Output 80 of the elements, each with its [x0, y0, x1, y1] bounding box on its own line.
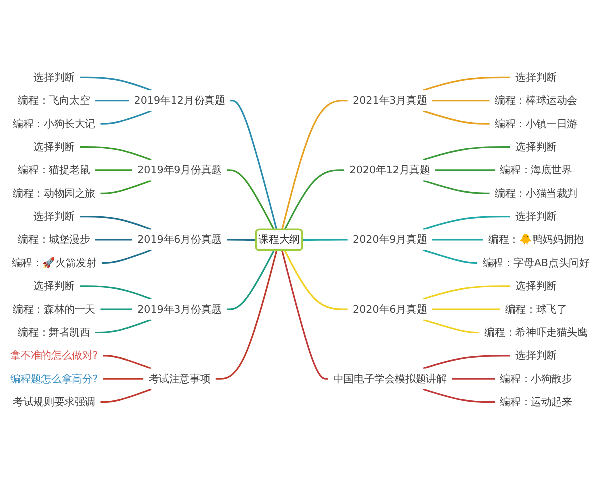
connector — [80, 216, 152, 230]
node-text: 选择判断 — [34, 71, 75, 84]
connector — [423, 250, 478, 264]
node-text: 2019年6月份真题 — [138, 234, 222, 246]
connector — [423, 319, 480, 334]
node-text: 编程：海底世界 — [500, 164, 572, 176]
node-text: 2020年9月真题 — [353, 234, 428, 246]
connector — [96, 239, 132, 241]
connector — [100, 110, 152, 125]
node-text: 编程题怎么拿高分? — [10, 372, 98, 385]
node-text: 编程：运动起来 — [500, 396, 572, 408]
node-text: 选择判断 — [34, 140, 75, 154]
connector — [423, 146, 510, 161]
connector — [432, 239, 484, 241]
node-text: 2020年12月真题 — [350, 164, 430, 176]
connector — [227, 239, 256, 242]
connector — [432, 100, 490, 102]
connector — [452, 378, 496, 380]
connector — [227, 250, 275, 310]
node-text: 编程：猫捉老鼠 — [18, 164, 90, 176]
node-text: 编程：小狗长大记 — [13, 118, 96, 130]
node-text: 2019年9月份真题 — [138, 164, 222, 176]
connector — [227, 170, 275, 230]
node-text: 考试规则要求强调 — [13, 396, 96, 408]
connector — [100, 180, 152, 194]
connector — [423, 388, 496, 404]
connector — [102, 250, 152, 264]
node-text: 编程：棒球运动会 — [495, 94, 578, 107]
connector — [423, 180, 490, 194]
node-text: 考试注意事项 — [148, 372, 211, 385]
connector — [80, 76, 152, 92]
node-text: 编程：飞向太空 — [18, 94, 90, 107]
connector — [80, 146, 152, 161]
node-text: 编程：森林的一天 — [13, 303, 96, 316]
node-text: 选择判断 — [516, 71, 557, 84]
connector — [100, 388, 152, 404]
node-text: 2020年6月真题 — [353, 303, 428, 316]
connector — [103, 378, 144, 380]
node-text: 选择判断 — [34, 210, 75, 223]
connector — [423, 355, 510, 370]
node-text: 选择判断 — [516, 350, 557, 362]
connector — [96, 170, 132, 172]
node-text: 编程：球飞了 — [505, 303, 568, 316]
connector — [103, 355, 152, 370]
connector — [100, 308, 132, 310]
connector — [96, 100, 130, 102]
node-text: 编程：🚀火箭发射 — [12, 256, 97, 269]
node-text: 编程：小镇一日游 — [495, 118, 578, 130]
connector — [432, 308, 500, 310]
node-text: 选择判断 — [516, 280, 557, 292]
node-text: 编程：希神吓走猫头鹰 — [484, 326, 588, 339]
node-text: 编程：舞者凯西 — [18, 326, 90, 339]
node-text: 2021年3月真题 — [353, 94, 428, 107]
node-text: 编程：城堡漫步 — [18, 234, 90, 246]
connector — [96, 319, 152, 334]
connector — [423, 110, 490, 125]
connector — [282, 100, 348, 230]
connector — [423, 216, 510, 230]
node-text: 编程：动物园之旅 — [13, 187, 96, 200]
connector — [230, 100, 278, 230]
connector — [282, 250, 328, 380]
node-text: 选择判断 — [34, 280, 75, 292]
node-text: 编程：字母AB点头问好 — [482, 256, 590, 269]
node-text: 拿不准的怎么做对? — [10, 350, 98, 362]
connector — [423, 286, 510, 300]
connector — [284, 170, 345, 230]
node-text: 编程：🐥鸭妈妈拥抱 — [488, 234, 584, 246]
node-text: 编程：小狗散步 — [500, 372, 572, 385]
connector — [80, 286, 152, 300]
node-text: 2019年12月份真题 — [134, 94, 226, 107]
node-text: 中国电子学会模拟题讲解 — [333, 372, 447, 385]
connector — [423, 76, 510, 92]
node-text: 编程：小猫当裁判 — [495, 187, 578, 200]
connector — [302, 239, 348, 242]
node-text: 2019年3月份真题 — [138, 303, 222, 316]
connector — [436, 170, 496, 172]
connector — [216, 250, 278, 380]
node-text: 选择判断 — [516, 140, 557, 154]
node-text: 选择判断 — [516, 210, 557, 223]
connector — [284, 250, 348, 310]
